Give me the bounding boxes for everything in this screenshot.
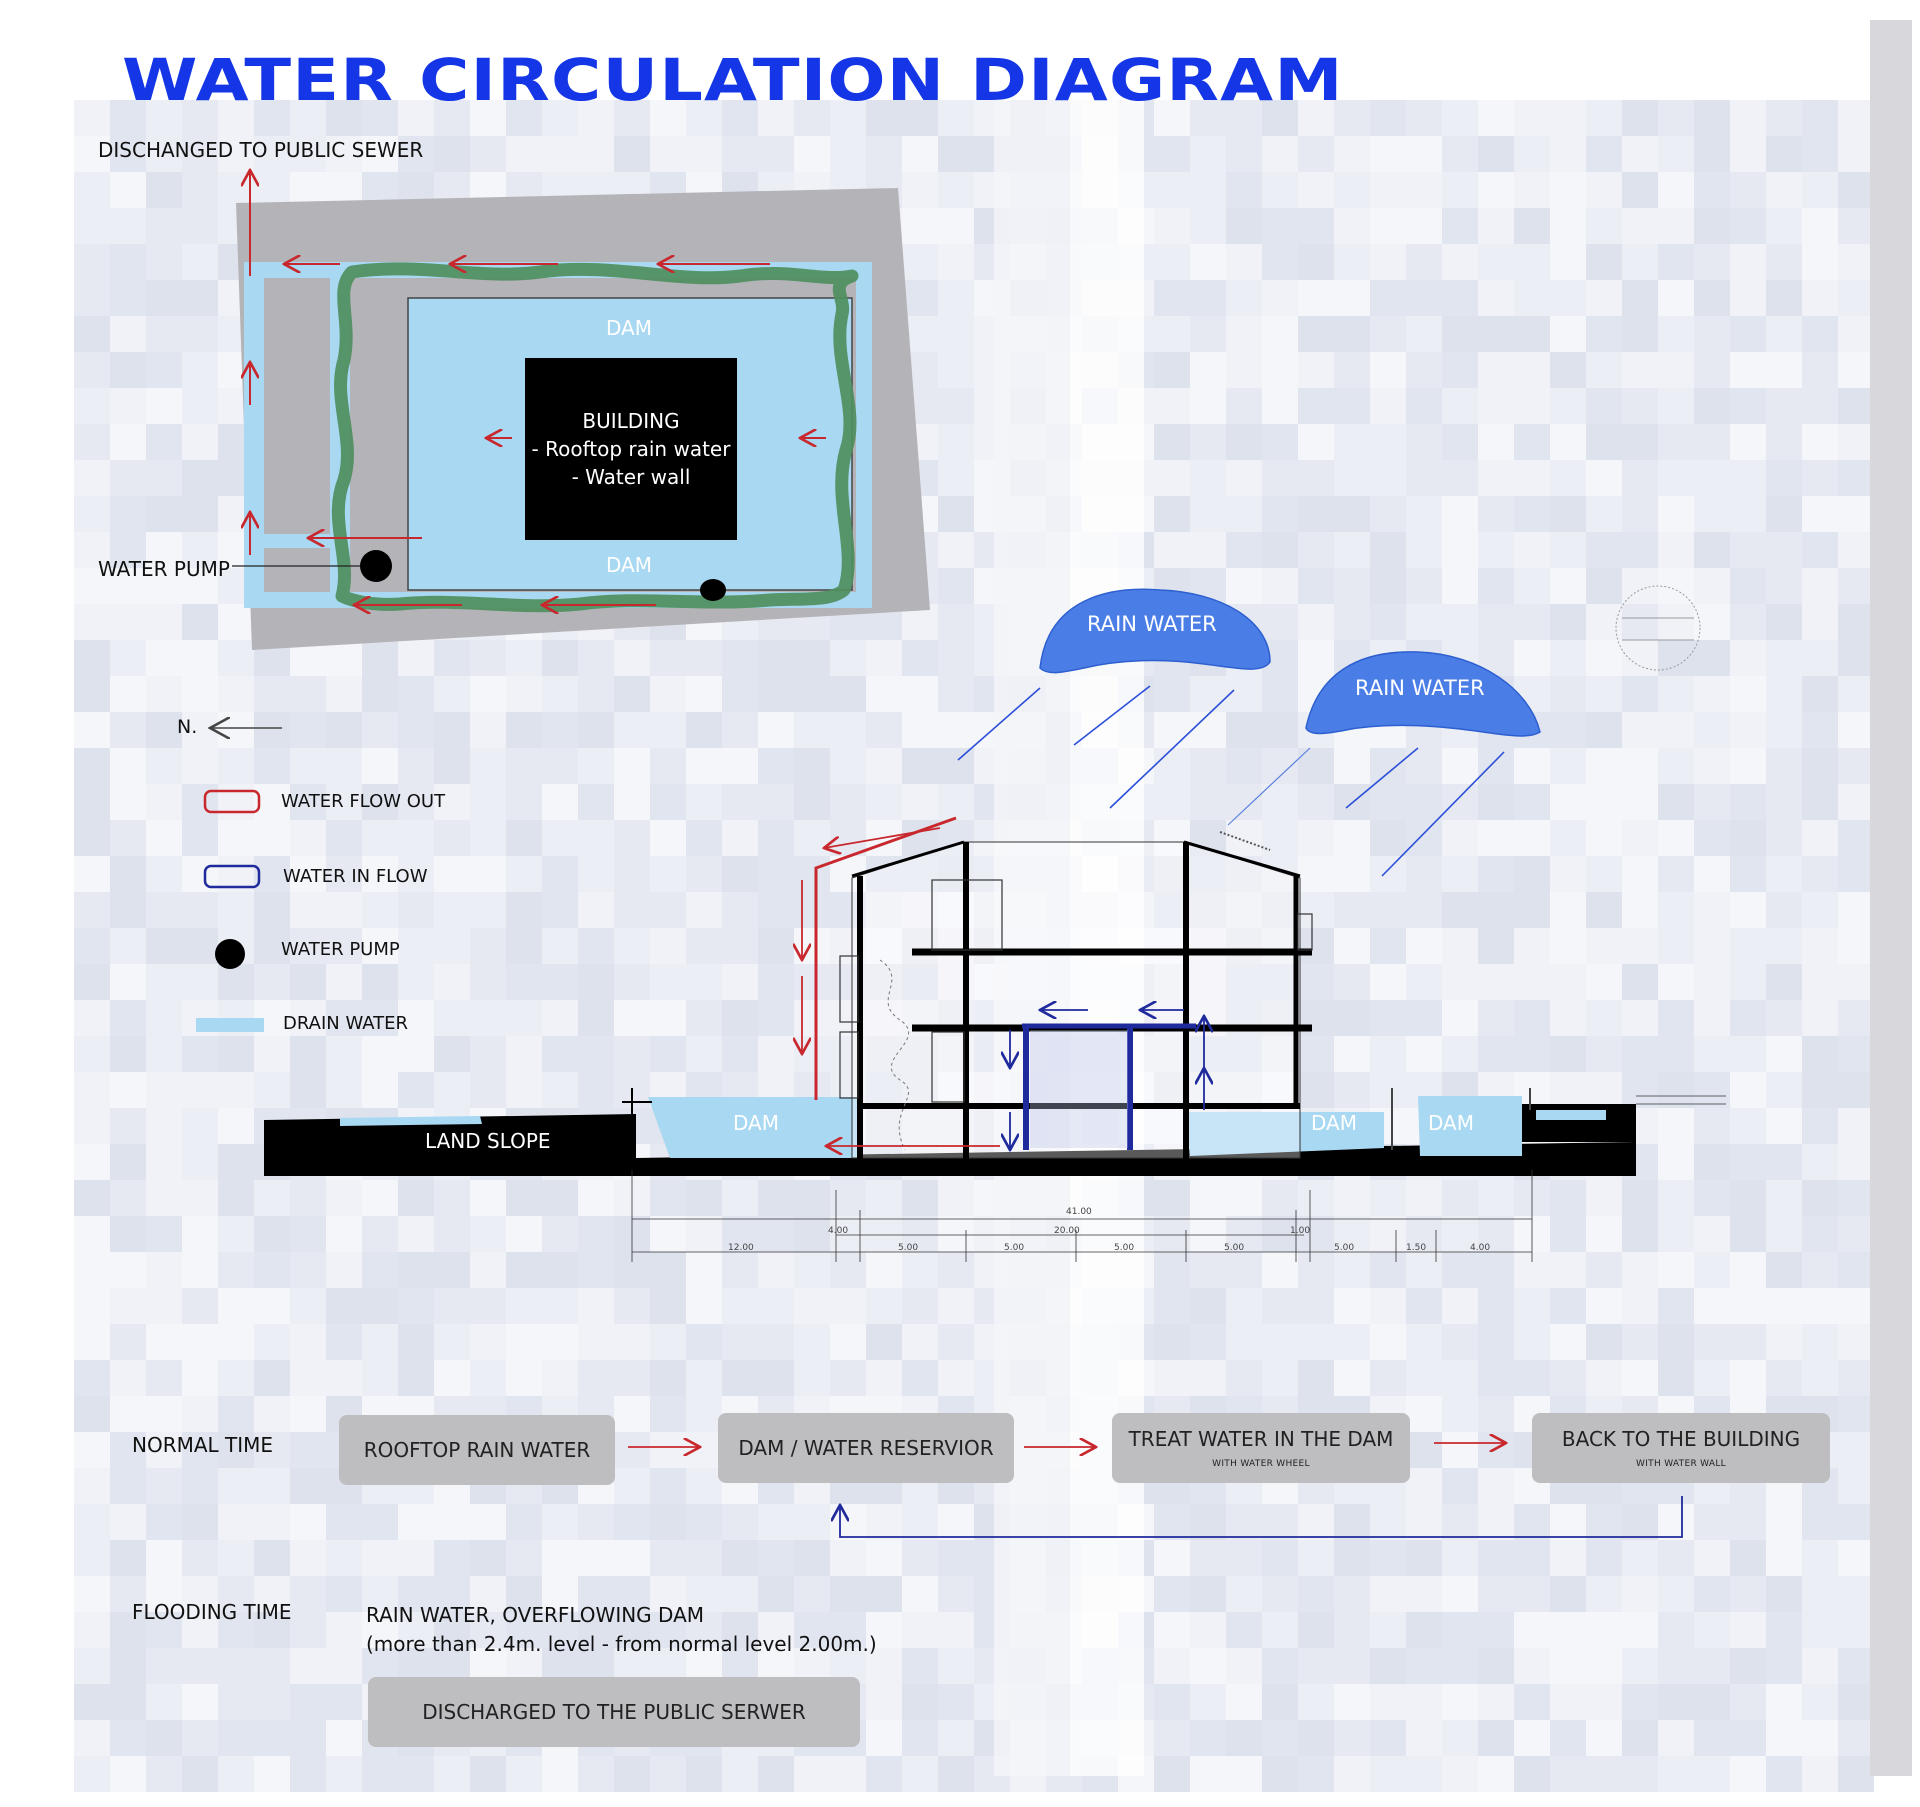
rain bbox=[957, 588, 1541, 877]
dam-water-3 bbox=[1418, 1096, 1522, 1156]
page-title: WATER CIRCULATION DIAGRAM bbox=[122, 46, 1344, 114]
legend-swatch-drain bbox=[196, 1018, 264, 1032]
compass-symbol bbox=[1615, 585, 1701, 671]
section-dam-label-1: DAM bbox=[733, 1111, 779, 1135]
legend-label-flow-in: WATER IN FLOW bbox=[283, 866, 428, 887]
rain-streak bbox=[957, 687, 1041, 761]
dim-label-segment: 5.00 bbox=[1114, 1243, 1135, 1253]
flood-description-1: RAIN WATER, OVERFLOWING DAM bbox=[366, 1603, 705, 1627]
land-slope-drain bbox=[340, 1116, 482, 1126]
legend-label-flow-out: WATER FLOW OUT bbox=[281, 791, 446, 812]
process-step-back-label: BACK TO THE BUILDING bbox=[1561, 1427, 1801, 1451]
spiral-stair bbox=[879, 959, 909, 1151]
section-dam-label-2: DAM bbox=[1311, 1111, 1357, 1135]
cloud-label-1: RAIN WATER bbox=[1087, 612, 1217, 636]
rain-streak bbox=[1381, 751, 1505, 877]
window-frame bbox=[931, 879, 1003, 951]
window-frame bbox=[1297, 913, 1313, 951]
process-step-rooftop-label: ROOFTOP RAIN WATER bbox=[363, 1438, 591, 1462]
building-line-2: - Rooftop rain water bbox=[531, 437, 731, 461]
building-line-3: - Water wall bbox=[571, 465, 691, 489]
north-label: N. bbox=[177, 716, 198, 738]
pump-label: WATER PUMP bbox=[98, 557, 230, 581]
rain-cloud-1 bbox=[1039, 588, 1271, 674]
process-step-dam-label: DAM / WATER RESERVIOR bbox=[738, 1436, 994, 1460]
drain-right-edge bbox=[1536, 1110, 1606, 1120]
dim-label-overall: 41.00 bbox=[1066, 1207, 1092, 1217]
section-dam-label-3: DAM bbox=[1428, 1111, 1474, 1135]
flood-discharge-box: DISCHARGED TO THE PUBLIC SERWER bbox=[368, 1677, 860, 1747]
window-frame bbox=[839, 955, 859, 1023]
land-slope-label: LAND SLOPE bbox=[425, 1129, 551, 1153]
dam-water-1 bbox=[648, 1097, 860, 1158]
dim-label-left-offset: 4.00 bbox=[828, 1226, 849, 1236]
process-step-back-sub: WITH WATER WALL bbox=[1636, 1459, 1726, 1469]
drain-channel-left bbox=[244, 262, 264, 608]
legend-swatch-pump bbox=[215, 939, 245, 969]
flooding-time-label: FLOODING TIME bbox=[132, 1600, 292, 1624]
water-pump-dot-bottom bbox=[700, 579, 726, 601]
process-step-back: BACK TO THE BUILDING WITH WATER WALL bbox=[1532, 1413, 1830, 1483]
dim-label-segment: 5.00 bbox=[898, 1243, 919, 1253]
roof-line-right bbox=[1183, 840, 1301, 878]
dim-label-segment: 1.50 bbox=[1406, 1243, 1427, 1253]
process-step-rooftop: ROOFTOP RAIN WATER bbox=[339, 1415, 615, 1485]
water-wall-glass bbox=[1030, 1030, 1128, 1148]
window-frame bbox=[931, 1031, 965, 1103]
dim-label-middle: 20.00 bbox=[1054, 1226, 1080, 1236]
process-arrows bbox=[628, 1443, 1683, 1538]
dim-label-segment: 5.00 bbox=[1004, 1243, 1025, 1253]
dim-label-segment: 12.00 bbox=[728, 1243, 754, 1253]
rain-cloud-2 bbox=[1305, 651, 1541, 737]
building-section bbox=[264, 585, 1701, 1176]
legend-label-drain: DRAIN WATER bbox=[283, 1013, 409, 1034]
process-step-treat-label: TREAT WATER IN THE DAM bbox=[1128, 1427, 1394, 1451]
dam-label-top: DAM bbox=[606, 316, 652, 340]
flood-description-2: (more than 2.4m. level - from normal lev… bbox=[366, 1632, 877, 1656]
process-step-treat-sub: WITH WATER WHEEL bbox=[1212, 1459, 1310, 1469]
normal-time-label: NORMAL TIME bbox=[132, 1433, 274, 1457]
recirculation-line bbox=[840, 1496, 1683, 1538]
legend-label-pump: WATER PUMP bbox=[281, 939, 400, 960]
ground-base bbox=[636, 1142, 1636, 1176]
hedge-outline bbox=[331, 262, 859, 613]
runoff-arrow-roof bbox=[824, 827, 941, 848]
water-pump-dot-left bbox=[360, 550, 392, 582]
dim-label-segment: 5.00 bbox=[1224, 1243, 1245, 1253]
window-frame bbox=[839, 1031, 859, 1099]
legend-swatch-flow-out bbox=[203, 789, 261, 814]
dim-label-segment: 5.00 bbox=[1334, 1243, 1355, 1253]
overflow-pipe bbox=[814, 816, 957, 1100]
discharge-label: DISCHANGED TO PUBLIC SEWER bbox=[98, 138, 424, 162]
rain-streak bbox=[1073, 685, 1151, 746]
flood-discharge-label: DISCHARGED TO THE PUBLIC SERWER bbox=[422, 1700, 806, 1724]
roof-gutter bbox=[1219, 831, 1271, 851]
process-step-dam: DAM / WATER RESERVIOR bbox=[718, 1413, 1014, 1483]
building-block: BUILDING - Rooftop rain water - Water wa… bbox=[525, 358, 737, 540]
cloud-label-2: RAIN WATER bbox=[1355, 676, 1485, 700]
dim-label-segment: 4.00 bbox=[1470, 1243, 1491, 1253]
legend-swatch-flow-in bbox=[203, 864, 261, 889]
rain-streak bbox=[1227, 747, 1311, 826]
drain-channel-right bbox=[856, 262, 872, 608]
ground-slab bbox=[264, 1114, 636, 1176]
legend bbox=[196, 728, 282, 1032]
rain-streak bbox=[1109, 689, 1235, 809]
drain-channel-pump bbox=[244, 534, 349, 548]
dimension-lines bbox=[631, 1095, 1726, 1262]
process-step-treat: TREAT WATER IN THE DAM WITH WATER WHEEL bbox=[1112, 1413, 1410, 1483]
dam-water-2 bbox=[1186, 1112, 1384, 1156]
ground-right bbox=[1522, 1104, 1636, 1142]
building-line-1: BUILDING bbox=[582, 409, 680, 433]
rain-streak bbox=[1345, 747, 1419, 809]
dam-label-bottom: DAM bbox=[606, 553, 652, 577]
dim-label-right-offset: 1.00 bbox=[1290, 1226, 1311, 1236]
roof-line-left bbox=[851, 840, 965, 878]
